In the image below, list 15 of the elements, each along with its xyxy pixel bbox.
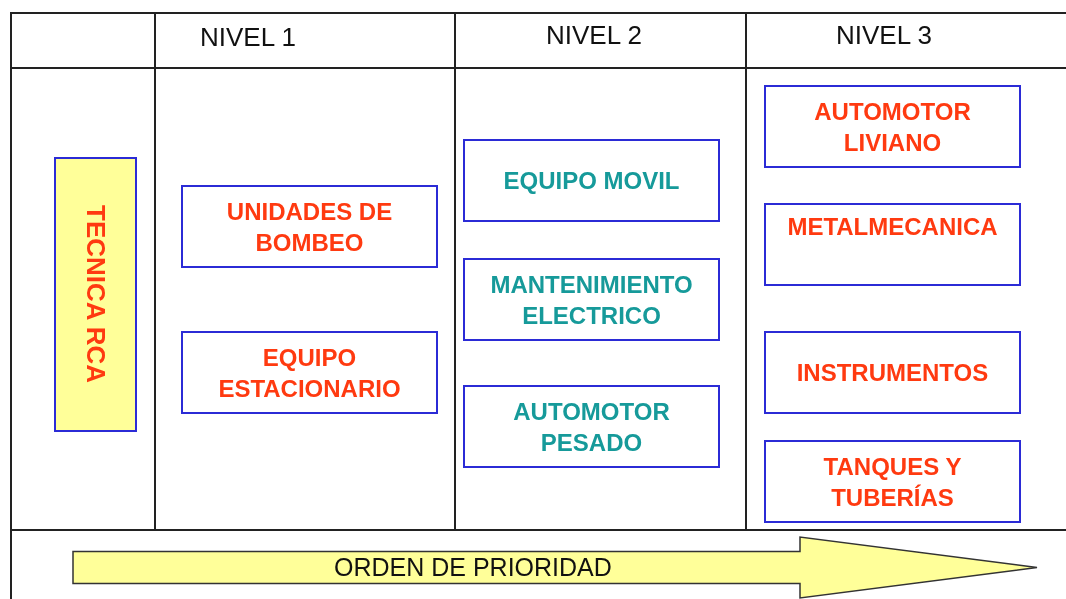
item-box: EQUIPO MOVIL	[463, 139, 720, 222]
item-box: METALMECANICA	[764, 203, 1021, 286]
category-box	[54, 157, 137, 432]
item-box: MANTENIMIENTO ELECTRICO	[463, 258, 720, 341]
item-box: AUTOMOTOR PESADO	[463, 385, 720, 468]
item-box: TANQUES Y TUBERÍAS	[764, 440, 1021, 523]
column-heading: NIVEL 2	[546, 20, 642, 51]
arrow-label: ORDEN DE PRIORIDAD	[334, 552, 612, 582]
item-box: EQUIPO ESTACIONARIO	[181, 331, 438, 414]
category-label: TECNICA RCA	[80, 205, 111, 384]
item-box: UNIDADES DE BOMBEO	[181, 185, 438, 268]
column-heading: NIVEL 1	[200, 22, 296, 53]
column-heading: NIVEL 3	[836, 20, 932, 51]
item-box: INSTRUMENTOS	[764, 331, 1021, 414]
item-box: AUTOMOTOR LIVIANO	[764, 85, 1021, 168]
